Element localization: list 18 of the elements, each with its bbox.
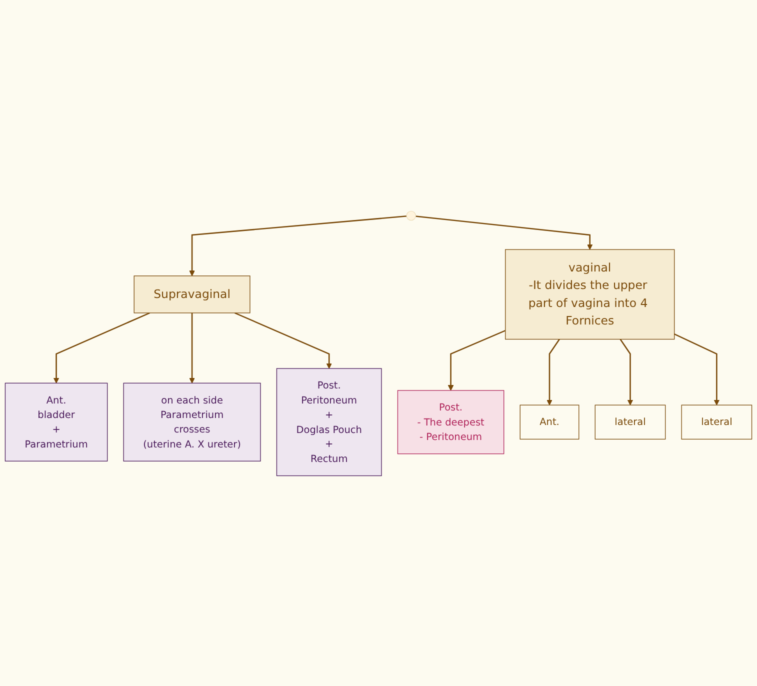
- node-box: vaginal -It divides the upper part of vagina into 4 Fornices: [505, 248, 675, 340]
- arrow: [546, 338, 560, 405]
- node-box: Ant. bladder + Parametrium: [4, 382, 108, 461]
- node-box: Supravaginal: [134, 275, 250, 313]
- node-box: Post. Peritoneum + Doglas Pouch + Rectum: [276, 368, 382, 476]
- arrow: [53, 312, 150, 383]
- node-box: Post. - The deepest - Peritoneum: [397, 390, 504, 454]
- arrow: [189, 215, 407, 276]
- arrow: [189, 312, 195, 383]
- arrow: [674, 332, 720, 405]
- node-box: Ant.: [520, 404, 580, 440]
- node-box: lateral: [594, 404, 666, 440]
- arrow: [234, 312, 332, 368]
- node-box: lateral: [681, 404, 752, 440]
- node-box: on each side Parametrium crosses (uterine A. X ureter): [123, 382, 261, 461]
- arrow: [620, 338, 634, 405]
- arrow: [448, 329, 506, 390]
- arrow: [416, 215, 593, 250]
